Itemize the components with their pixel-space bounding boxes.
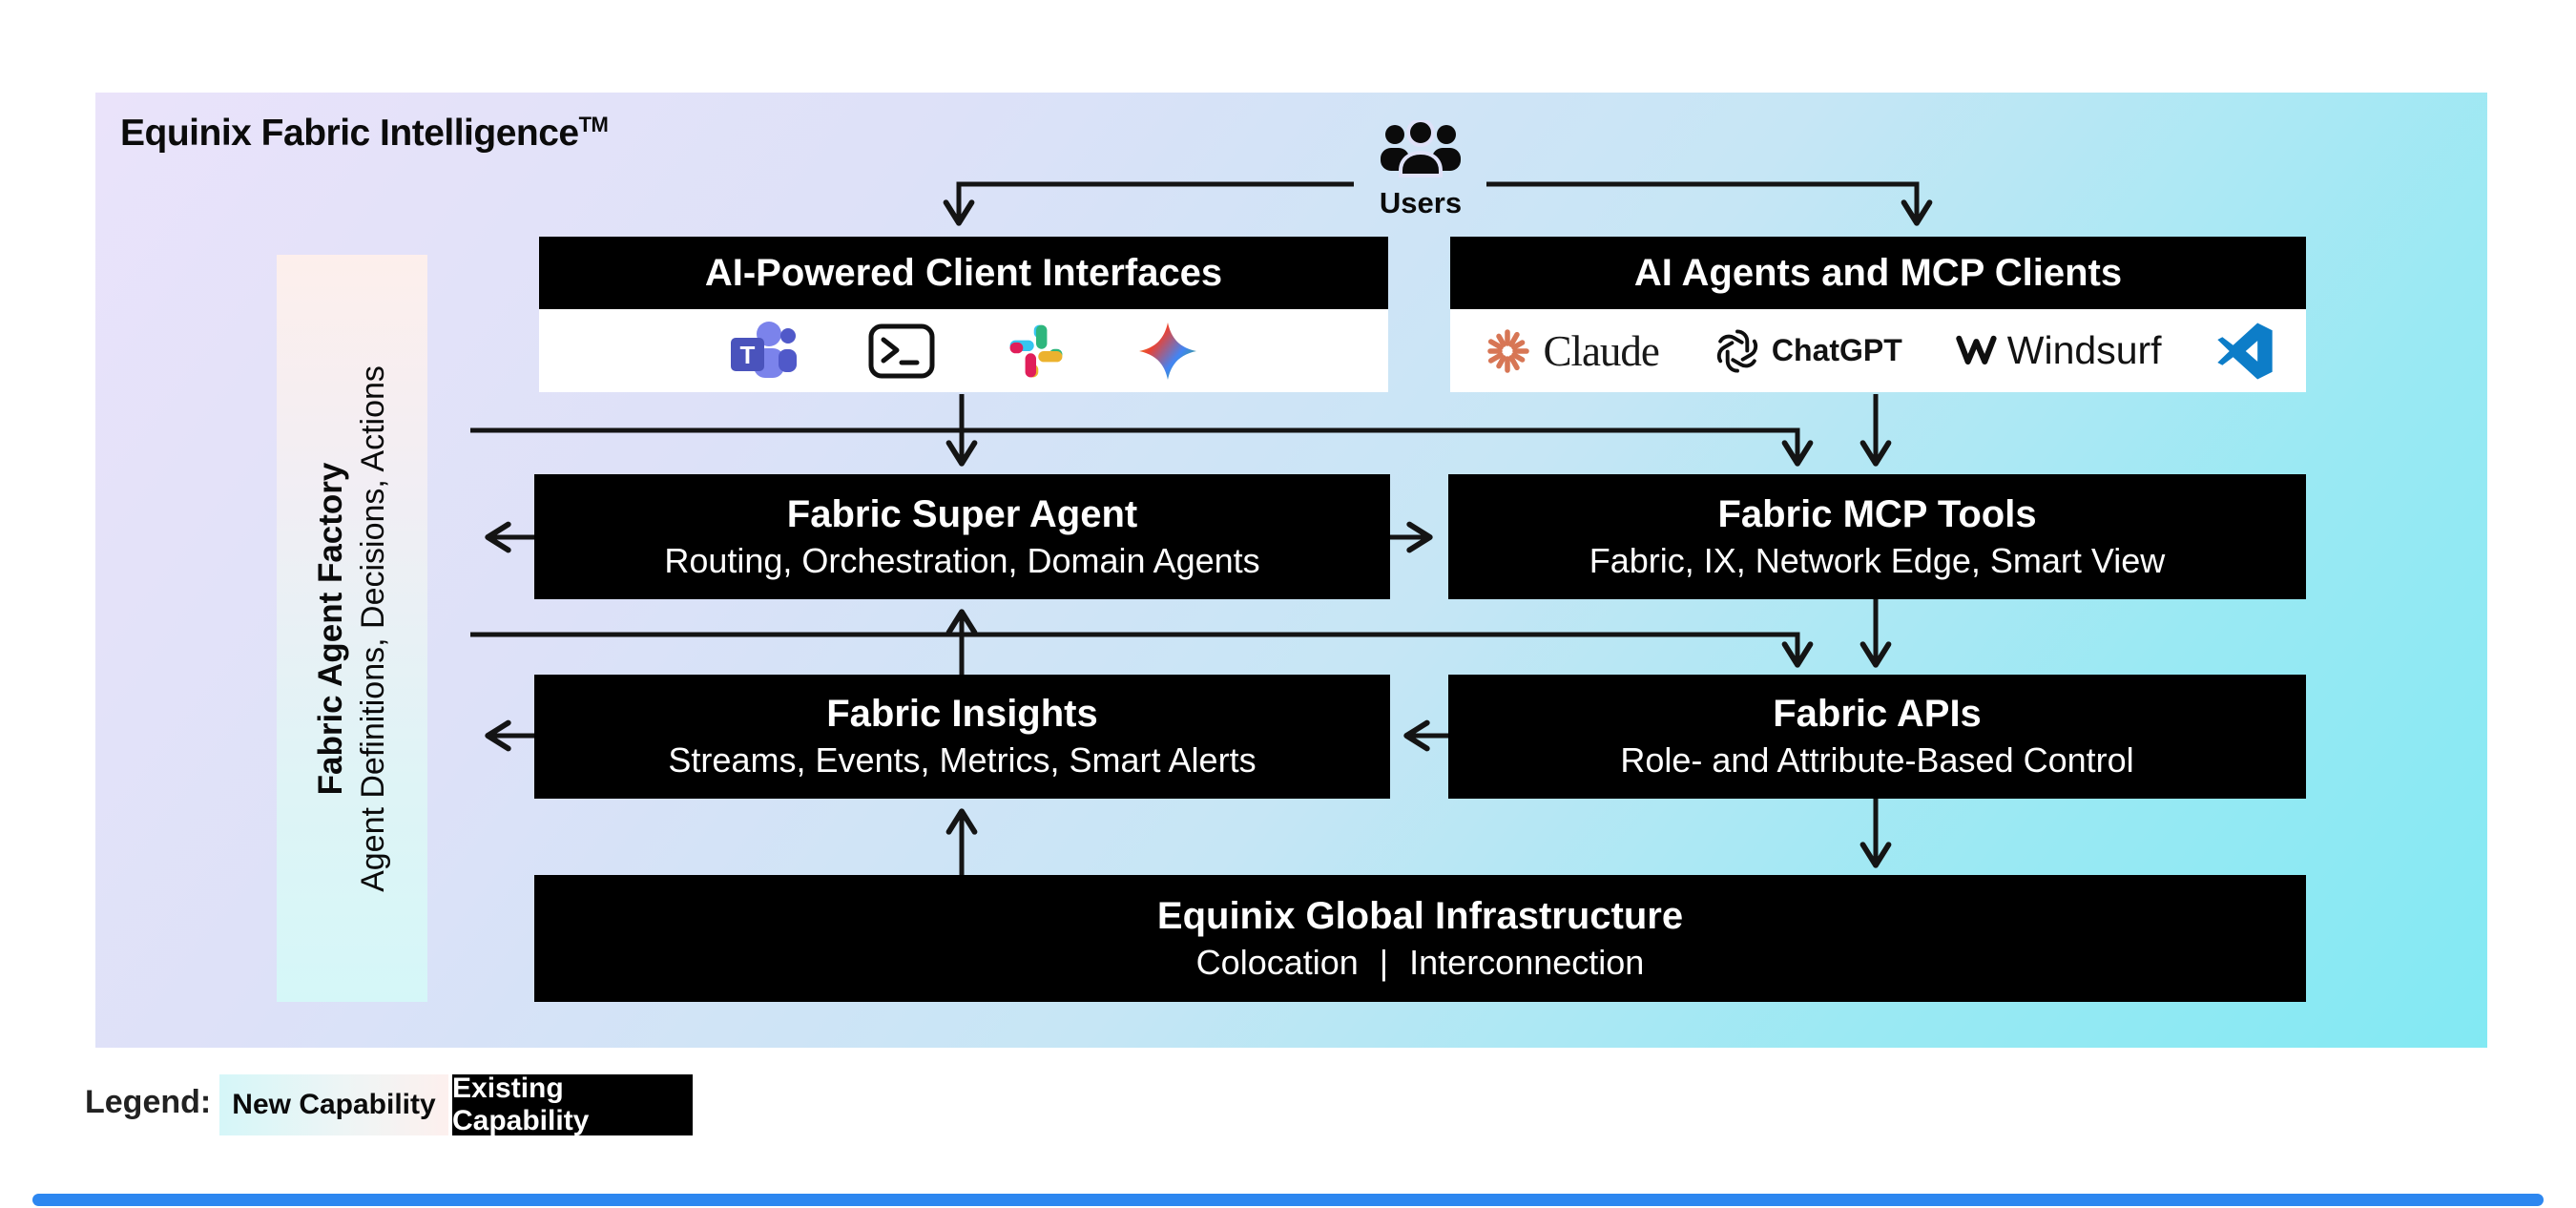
client-interfaces-logo-strip: T bbox=[539, 309, 1388, 392]
claude-wordmark: Claude bbox=[1543, 326, 1659, 375]
slack-icon bbox=[1009, 324, 1063, 377]
users-group-icon bbox=[1381, 118, 1461, 177]
users-label: Users bbox=[1379, 186, 1463, 219]
fabric-apis-title: Fabric APIs bbox=[1773, 693, 1982, 735]
legend-existing-capability: Existing Capability bbox=[452, 1073, 693, 1136]
users-block: Users bbox=[1359, 118, 1483, 220]
fabric-mcp-tools-title: Fabric MCP Tools bbox=[1717, 492, 2037, 535]
fabric-agent-factory-box: Fabric Agent Factory Agent Definitions, … bbox=[277, 255, 427, 1002]
legend-new-capability: New Capability bbox=[219, 1074, 448, 1135]
legend-label: Legend: bbox=[85, 1084, 212, 1120]
svg-text:T: T bbox=[740, 341, 756, 369]
windsurf-wordmark: Windsurf bbox=[2006, 328, 2162, 372]
trademark-superscript: TM bbox=[578, 113, 609, 136]
windsurf-logo: Windsurf bbox=[1956, 328, 2162, 373]
fabric-insights-title: Fabric Insights bbox=[826, 693, 1098, 735]
fabric-mcp-tools-box: Fabric MCP Tools Fabric, IX, Network Edg… bbox=[1448, 474, 2306, 599]
fabric-super-agent-title: Fabric Super Agent bbox=[786, 492, 1138, 535]
ai-agents-header: AI Agents and MCP Clients bbox=[1450, 237, 2306, 309]
page-title: Equinix Fabric IntelligenceTM bbox=[120, 113, 609, 154]
fabric-super-agent-box: Fabric Super Agent Routing, Orchestratio… bbox=[534, 474, 1390, 599]
subtitle-divider: | bbox=[1379, 942, 1389, 982]
client-interfaces-header: AI-Powered Client Interfaces bbox=[539, 237, 1388, 309]
chatgpt-icon bbox=[1716, 328, 1758, 373]
vscode-icon bbox=[2216, 323, 2273, 379]
chatgpt-wordmark: ChatGPT bbox=[1771, 333, 1902, 367]
equinix-global-infrastructure-box: Equinix Global Infrastructure Colocation… bbox=[534, 875, 2306, 1002]
fabric-insights-box: Fabric Insights Streams, Events, Metrics… bbox=[534, 675, 1390, 799]
fabric-apis-box: Fabric APIs Role- and Attribute-Based Co… bbox=[1448, 675, 2306, 799]
fabric-mcp-tools-subtitle: Fabric, IX, Network Edge, Smart View bbox=[1589, 540, 2166, 580]
infrastructure-subtitle: Colocation|Interconnection bbox=[1195, 942, 1645, 982]
gemini-icon bbox=[1139, 322, 1196, 380]
fabric-super-agent-subtitle: Routing, Orchestration, Domain Agents bbox=[664, 540, 1260, 580]
infrastructure-title: Equinix Global Infrastructure bbox=[1156, 894, 1684, 937]
windsurf-icon bbox=[1956, 335, 1997, 364]
terminal-icon bbox=[868, 323, 935, 378]
fabric-agent-factory-title: Fabric Agent Factory bbox=[311, 462, 349, 795]
claude-icon bbox=[1487, 328, 1530, 373]
fabric-apis-subtitle: Role- and Attribute-Based Control bbox=[1620, 740, 2134, 780]
claude-logo: Claude bbox=[1482, 325, 1660, 377]
microsoft-teams-icon: T bbox=[731, 321, 797, 378]
chatgpt-logo: ChatGPT bbox=[1713, 326, 1902, 376]
fabric-agent-factory-subtitle: Agent Definitions, Decisions, Actions bbox=[354, 364, 391, 892]
ai-agents-logo-strip: Claude ChatGPT Windsurf bbox=[1450, 309, 2306, 392]
fabric-insights-subtitle: Streams, Events, Metrics, Smart Alerts bbox=[668, 740, 1257, 780]
bottom-window-edge bbox=[32, 1194, 2544, 1206]
